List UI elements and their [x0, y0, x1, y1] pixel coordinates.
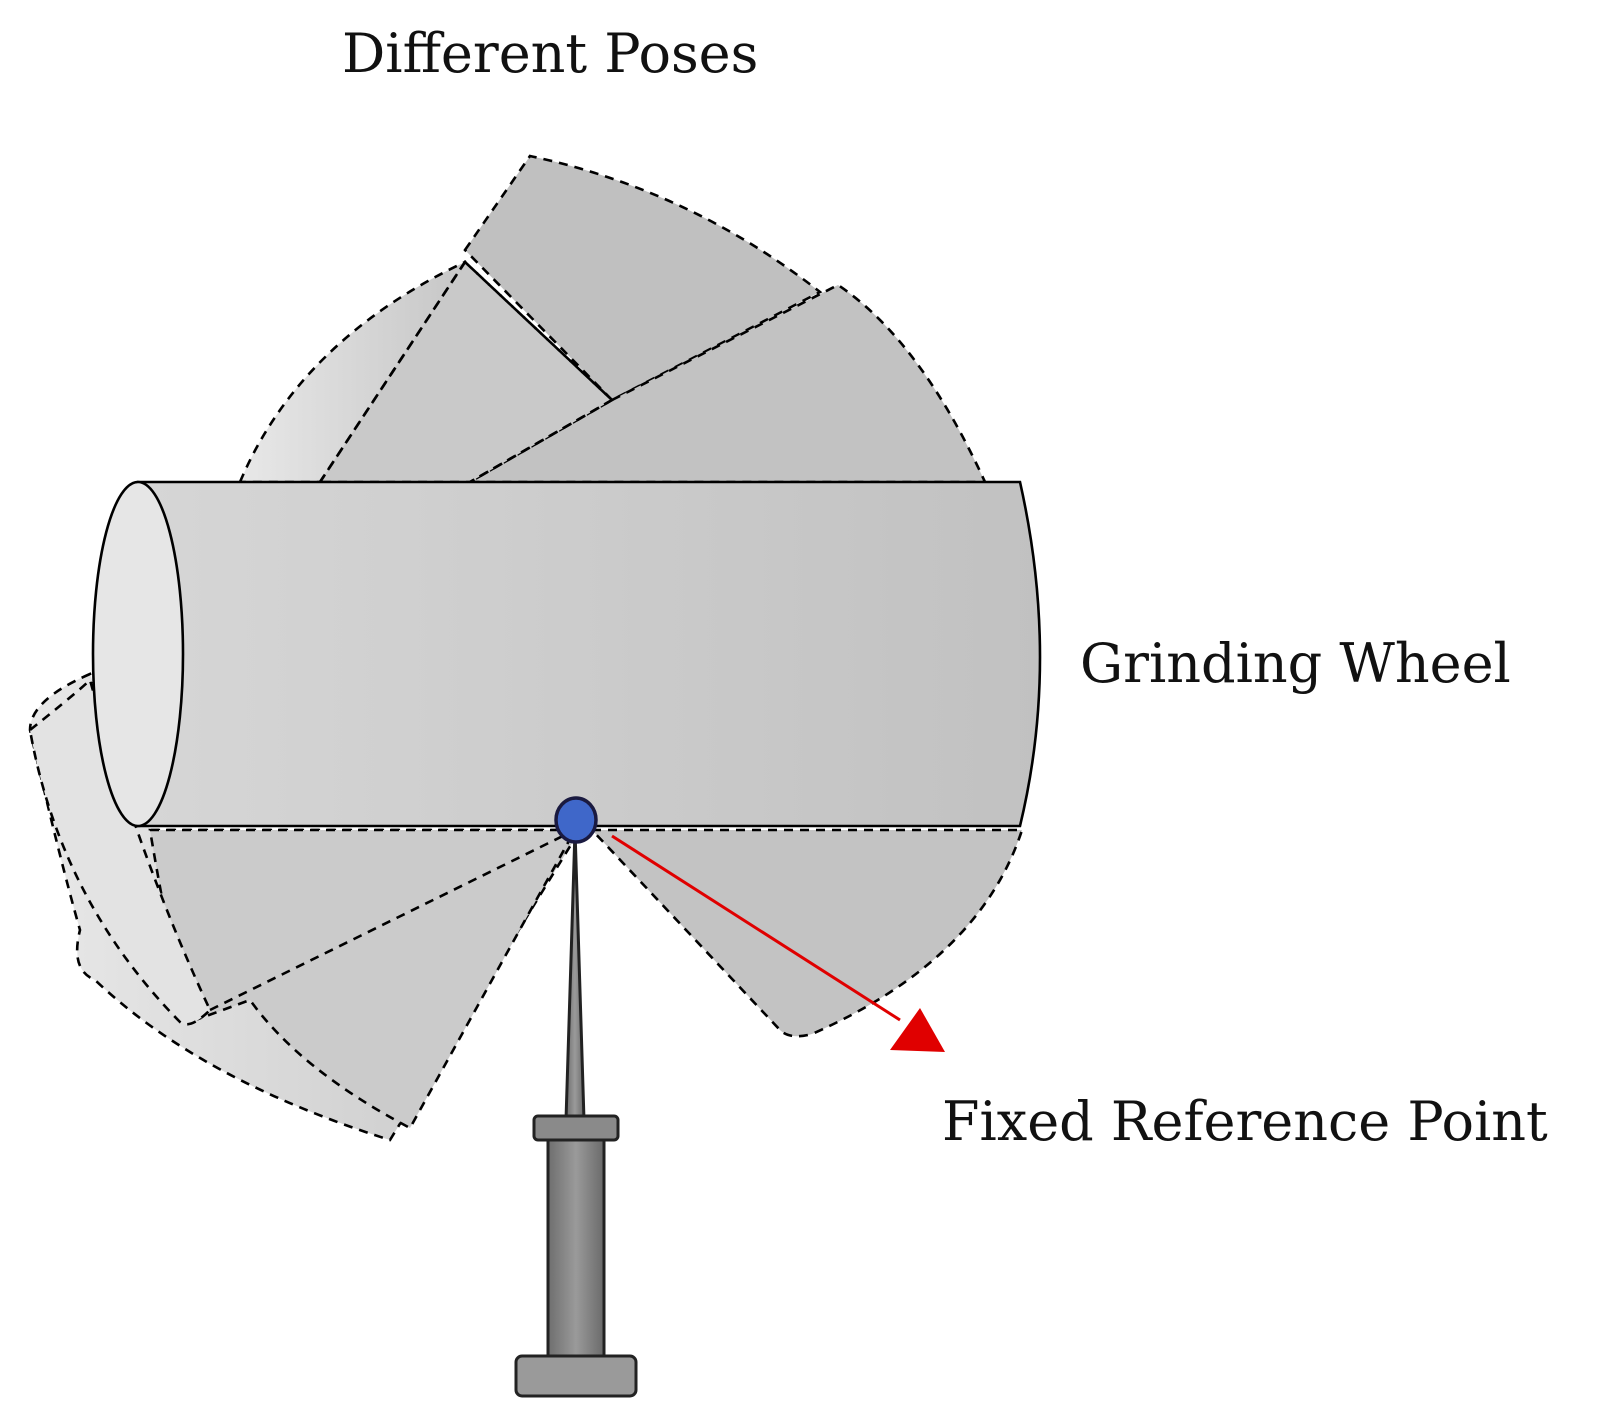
- probe-collar: [532, 1114, 620, 1142]
- pose-ghosts: [28, 154, 1024, 1142]
- pose-lower-left-cap: [28, 677, 212, 1026]
- label-fixed-reference-point: Fixed Reference Point: [942, 1090, 1548, 1153]
- pose-line-1: [209, 828, 576, 1012]
- arrow-shaft: [611, 834, 901, 1022]
- pose-lower-left-mid: [148, 828, 578, 1130]
- pose-upper-right: [463, 154, 823, 402]
- probe-tip: [564, 829, 586, 1122]
- pose-lower-right: [588, 828, 1024, 1038]
- arrow-head: [890, 1008, 945, 1052]
- label-grinding-wheel: Grinding Wheel: [1080, 632, 1511, 695]
- pose-upper-right-end: [465, 283, 988, 484]
- probe-tool: [514, 829, 638, 1398]
- pose-line-2: [318, 261, 467, 483]
- reference-arrow: [611, 834, 945, 1052]
- probe-shaft: [546, 1138, 606, 1362]
- probe-base: [514, 1354, 638, 1398]
- wheel-body: [136, 480, 1042, 828]
- fixed-reference-point-marker: [554, 796, 598, 844]
- wheel-left-face: [91, 480, 185, 828]
- pose-line-3: [469, 398, 613, 484]
- grinding-wheel: [91, 480, 1042, 828]
- label-different-poses: Different Poses: [342, 22, 758, 85]
- pose-line-4: [464, 261, 613, 401]
